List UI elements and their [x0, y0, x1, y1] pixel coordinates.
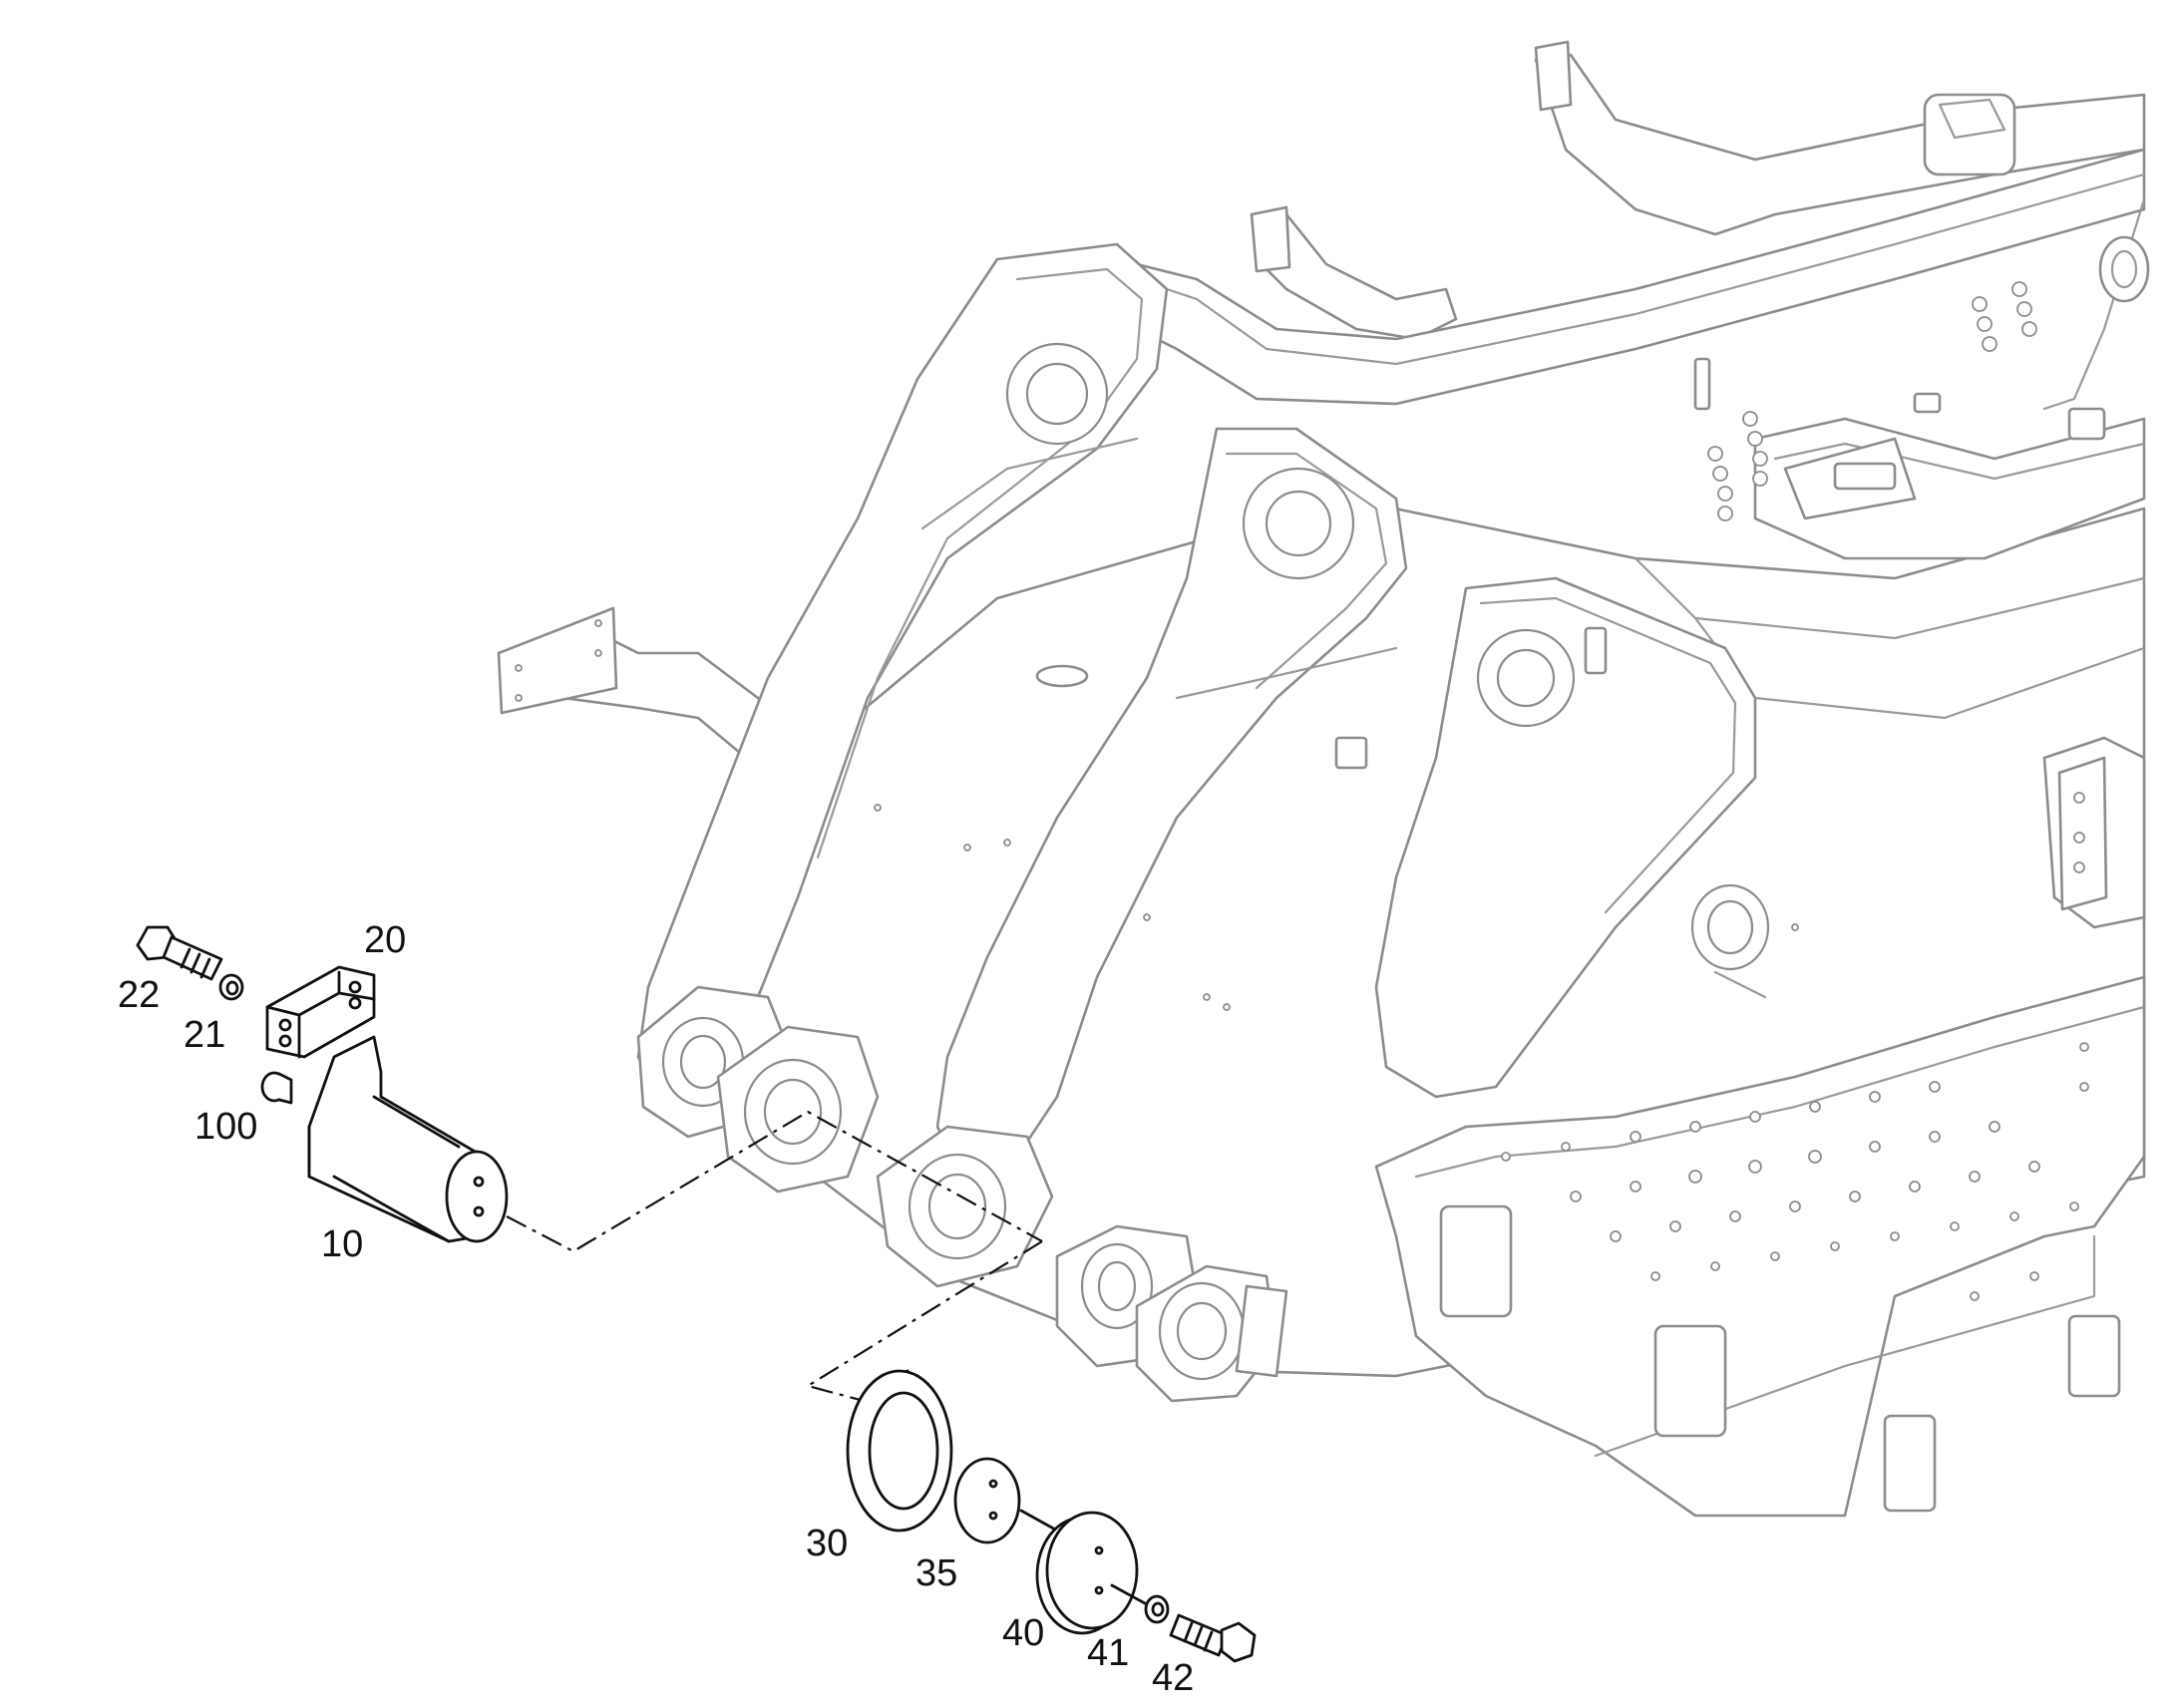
- callout-numbers: 22 21 20 100 10 30 35 40 41 42: [118, 919, 1194, 1699]
- part-41-washer: [1144, 1594, 1170, 1624]
- tower-middle: [935, 427, 1408, 1169]
- callout-40: 40: [1002, 1612, 1044, 1654]
- callout-10: 10: [321, 1223, 363, 1265]
- part-30-thrust-washer: [846, 1369, 953, 1533]
- side-beam-bolts: [1693, 235, 2150, 521]
- front-pad-2: [1653, 1324, 1727, 1438]
- callout-21: 21: [183, 1014, 225, 1056]
- part-20-retainer: [265, 965, 376, 1059]
- upper-tie-arm: [1255, 212, 1458, 341]
- part-21-washer: [218, 973, 244, 1001]
- cross-tube-flange: [497, 606, 618, 715]
- callout-41: 41: [1087, 1632, 1129, 1674]
- upper-arm-flange: [1250, 205, 1291, 273]
- callout-42: 42: [1152, 1657, 1194, 1699]
- part-40-cover: [1035, 1511, 1139, 1635]
- lower-bosses: [636, 985, 1288, 1403]
- upper-side-beam: [1115, 148, 2146, 406]
- machine-frame: [497, 40, 2150, 1518]
- callout-22: 22: [118, 974, 160, 1016]
- front-pad-1: [1439, 1204, 1513, 1318]
- rear-arm-flange: [1534, 40, 1573, 112]
- axis-line-washer: [805, 1240, 1043, 1408]
- part-42-bolt: [1169, 1613, 1257, 1663]
- rear-arm-block-top: [1938, 98, 2006, 140]
- exploded-parts: [136, 925, 1257, 1663]
- front-pad-3: [1883, 1414, 1937, 1513]
- part-35-shim: [953, 1457, 1021, 1544]
- upper-side-beam-inner: [1135, 172, 2146, 366]
- front-pad-4: [2067, 1314, 2121, 1398]
- callout-20: 20: [364, 919, 406, 961]
- callout-35: 35: [915, 1552, 957, 1594]
- front-box: [1374, 975, 2146, 1518]
- part-10-pin: [307, 1035, 509, 1243]
- callout-30: 30: [806, 1523, 848, 1564]
- part-22-bolt: [136, 925, 223, 981]
- tower-right: [1374, 576, 1757, 1099]
- part-100-fitting: [260, 1071, 293, 1105]
- axis-line-pin: [506, 1110, 1043, 1253]
- callout-100: 100: [194, 1106, 257, 1148]
- front-box-holes: [1501, 1042, 2089, 1301]
